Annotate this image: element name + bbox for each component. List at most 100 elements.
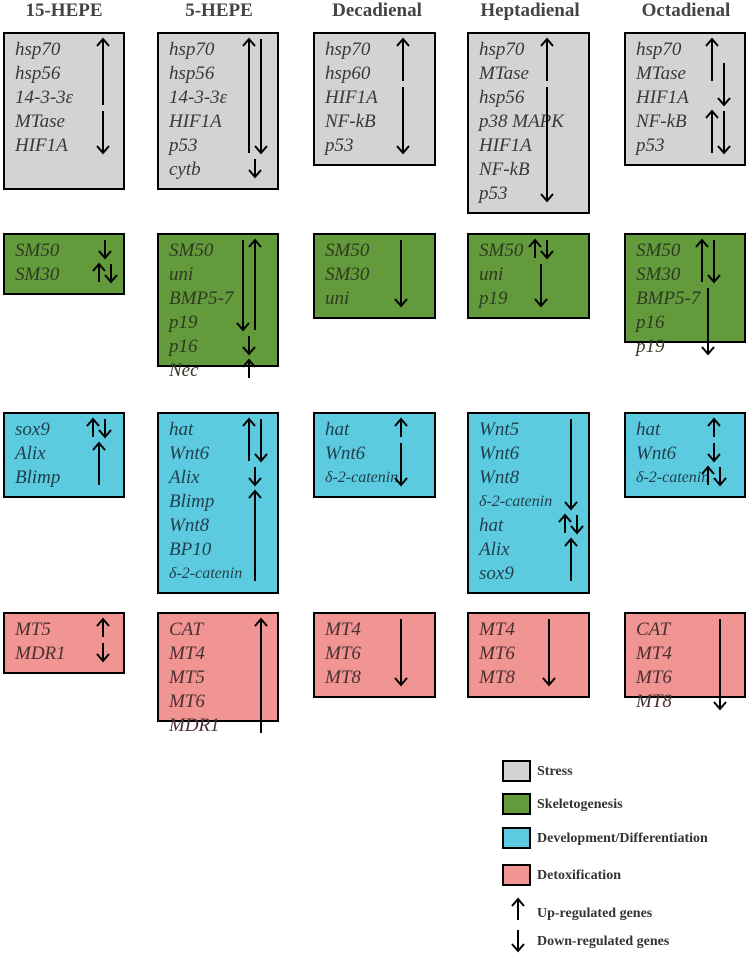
- gene-label: hsp60: [325, 63, 371, 84]
- gene-label: SM30: [15, 264, 60, 285]
- gene-label: MT8: [636, 691, 672, 712]
- column-header-decadienal: Decadienal: [332, 0, 422, 21]
- gene-label: δ-2-catenin: [479, 493, 553, 510]
- gene-label: hsp70: [325, 39, 371, 60]
- column-header-heptadienal: Heptadienal: [480, 0, 580, 21]
- column-header-5-hepe: 5-HEPE: [185, 0, 253, 21]
- legend-swatch-stress: [502, 760, 531, 782]
- gene-label: SM50: [479, 240, 524, 261]
- gene-label: SM30: [325, 264, 370, 285]
- legend-label-down-regulated: Down-regulated genes: [537, 934, 670, 949]
- gene-label: SM50: [169, 240, 214, 261]
- gene-label: hat: [636, 419, 661, 440]
- gene-label: p16: [636, 312, 665, 333]
- gene-label: HIF1A: [325, 87, 378, 108]
- legend-swatch-detoxification: [502, 864, 531, 886]
- legend-swatch-development: [502, 827, 531, 849]
- gene-label: Blimp: [15, 467, 61, 488]
- gene-label: hsp70: [636, 39, 682, 60]
- gene-label: Alix: [479, 539, 510, 560]
- gene-label: hat: [325, 419, 350, 440]
- gene-label: MT4: [479, 619, 515, 640]
- gene-label: CAT: [636, 619, 671, 640]
- gene-label: δ-2-catenin: [169, 565, 243, 582]
- gene-label: p19: [479, 288, 508, 309]
- gene-label: MDR1: [169, 715, 220, 736]
- legend-label-development: Development/Differentiation: [537, 831, 708, 846]
- gene-label: Wnt6: [479, 443, 520, 464]
- gene-label: cytb: [169, 159, 201, 180]
- gene-label: p19: [636, 336, 665, 357]
- gene-label: HIF1A: [169, 111, 222, 132]
- gene-label: MTase: [15, 111, 65, 132]
- gene-label: Nec: [169, 360, 199, 381]
- gene-label: Blimp: [169, 491, 215, 512]
- gene-label: p53: [479, 183, 508, 204]
- gene-label: p38 MAPK: [479, 111, 564, 132]
- gene-label: 14-3-3ε: [15, 87, 74, 108]
- gene-label: δ-2-catenin: [325, 469, 399, 486]
- gene-label: hat: [479, 515, 504, 536]
- gene-label: uni: [325, 288, 350, 309]
- gene-label: SM50: [325, 240, 370, 261]
- legend-label-stress: Stress: [537, 764, 573, 779]
- gene-label: HIF1A: [479, 135, 532, 156]
- gene-label: uni: [169, 264, 194, 285]
- up-arrow-icon: [511, 897, 525, 920]
- gene-label: MT8: [479, 667, 515, 688]
- gene-label: MTase: [636, 63, 686, 84]
- gene-label: HIF1A: [636, 87, 689, 108]
- legend-label-skeletogenesis: Skeletogenesis: [537, 797, 623, 812]
- down-arrow-icon: [511, 930, 525, 953]
- gene-label: hsp56: [479, 87, 525, 108]
- gene-label: MT5: [169, 667, 205, 688]
- gene-label: Wnt8: [479, 467, 520, 488]
- legend-arrow-icons: [511, 897, 525, 953]
- gene-label: hsp70: [15, 39, 61, 60]
- gene-label: Wnt6: [169, 443, 210, 464]
- gene-label: BP10: [169, 539, 212, 560]
- gene-label: p19: [169, 312, 198, 333]
- gene-label: CAT: [169, 619, 204, 640]
- gene-label: δ-2-catenin: [636, 469, 710, 486]
- gene-label: NF-kB: [325, 111, 376, 132]
- column-header-15-hepe: 15-HEPE: [25, 0, 103, 21]
- gene-label: 14-3-3ε: [169, 87, 228, 108]
- gene-label: MT4: [636, 643, 672, 664]
- gene-label: p53: [325, 135, 354, 156]
- gene-label: sox9: [479, 563, 514, 584]
- gene-label: BMP5-7: [636, 288, 701, 309]
- gene-label: MT6: [479, 643, 515, 664]
- gene-label: SM30: [636, 264, 681, 285]
- gene-label: BMP5-7: [169, 288, 234, 309]
- gene-label: hsp70: [479, 39, 525, 60]
- gene-label: MT4: [169, 643, 205, 664]
- gene-label: uni: [479, 264, 504, 285]
- legend-label-up-regulated: Up-regulated genes: [537, 906, 653, 921]
- gene-label: p53: [169, 135, 198, 156]
- column-header-octadienal: Octadienal: [641, 0, 731, 21]
- gene-label: MT6: [636, 667, 672, 688]
- legend-label-detoxification: Detoxification: [537, 868, 621, 883]
- gene-label: MT6: [169, 691, 205, 712]
- gene-box-skel: SM50 uni p19: [467, 233, 590, 319]
- gene-label: MT6: [325, 643, 361, 664]
- gene-label: p16: [169, 336, 198, 357]
- gene-label: MTase: [479, 63, 529, 84]
- gene-label: Wnt6: [636, 443, 677, 464]
- legend-swatch-skeletogenesis: [502, 793, 531, 815]
